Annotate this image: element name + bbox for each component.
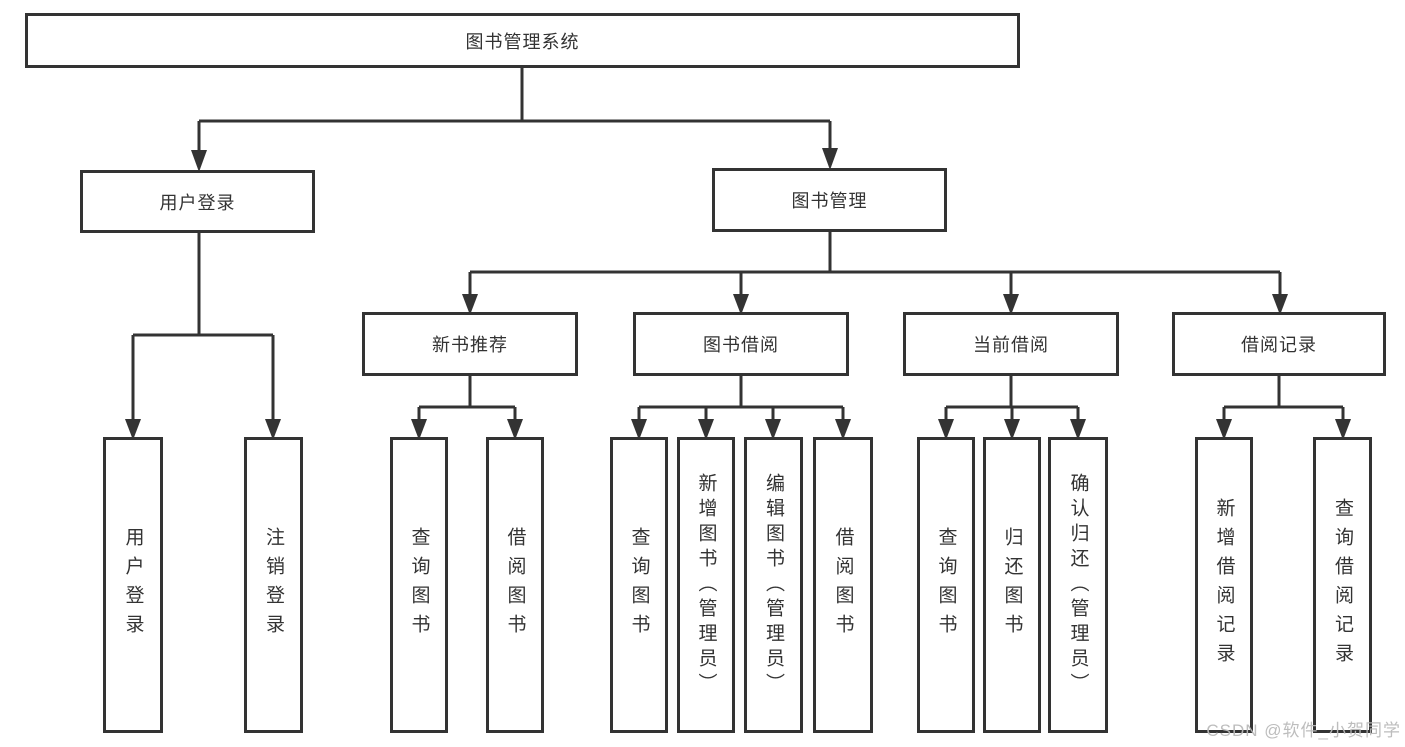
- leaf-user-login: 用户登录: [103, 437, 163, 733]
- leaf-current-return-book-label: 归还图书: [1001, 527, 1023, 643]
- leaf-logout-label: 注销登录: [263, 527, 284, 643]
- node-new-book-recommend: 新书推荐: [362, 312, 578, 376]
- leaf-current-query-book-label: 查询图书: [935, 527, 957, 643]
- node-book-borrow-label: 图书借阅: [703, 335, 779, 355]
- node-book-borrow: 图书借阅: [633, 312, 849, 376]
- leaf-current-query-book: 查询图书: [917, 437, 975, 733]
- leaf-current-confirm-return: 确认归还（管理员）: [1048, 437, 1108, 733]
- leaf-record-add-label: 新增借阅记录: [1213, 498, 1235, 672]
- node-borrow-record-label: 借阅记录: [1241, 335, 1317, 355]
- node-new-book-recommend-label: 新书推荐: [432, 335, 508, 355]
- node-book-management: 图书管理: [712, 168, 947, 232]
- csdn-watermark: CSDN @软件_小贺同学: [1206, 721, 1401, 740]
- leaf-recommend-borrow-book-label: 借阅图书: [504, 527, 526, 643]
- leaf-borrow-borrow-book: 借阅图书: [813, 437, 873, 733]
- leaf-recommend-query-book: 查询图书: [390, 437, 448, 733]
- leaf-borrow-edit-book-label: 编辑图书（管理员）: [763, 472, 784, 698]
- leaf-record-add: 新增借阅记录: [1195, 437, 1253, 733]
- leaf-current-confirm-return-label: 确认归还（管理员）: [1067, 472, 1089, 698]
- node-user-login-label: 用户登录: [159, 192, 236, 213]
- leaf-borrow-edit-book: 编辑图书（管理员）: [744, 437, 803, 733]
- leaf-borrow-borrow-book-label: 借阅图书: [832, 527, 854, 643]
- leaf-borrow-query-book-label: 查询图书: [628, 527, 650, 643]
- leaf-recommend-query-book-label: 查询图书: [408, 527, 430, 643]
- node-root-system: 图书管理系统: [25, 13, 1020, 68]
- leaf-logout: 注销登录: [244, 437, 303, 733]
- node-current-borrow-label: 当前借阅: [973, 335, 1049, 355]
- node-book-management-label: 图书管理: [791, 191, 868, 211]
- leaf-borrow-add-book-label: 新增图书（管理员）: [695, 472, 717, 698]
- node-borrow-record: 借阅记录: [1172, 312, 1386, 376]
- node-root-label: 图书管理系统: [465, 31, 580, 52]
- arrowheads: [125, 148, 1351, 440]
- leaf-user-login-label: 用户登录: [122, 527, 144, 643]
- node-user-login: 用户登录: [80, 170, 315, 233]
- leaf-borrow-query-book: 查询图书: [610, 437, 668, 733]
- leaf-borrow-add-book: 新增图书（管理员）: [677, 437, 735, 733]
- node-current-borrow: 当前借阅: [903, 312, 1119, 376]
- leaf-record-query-label: 查询借阅记录: [1332, 498, 1353, 672]
- leaf-current-return-book: 归还图书: [983, 437, 1041, 733]
- leaf-record-query: 查询借阅记录: [1313, 437, 1372, 733]
- leaf-recommend-borrow-book: 借阅图书: [486, 437, 544, 733]
